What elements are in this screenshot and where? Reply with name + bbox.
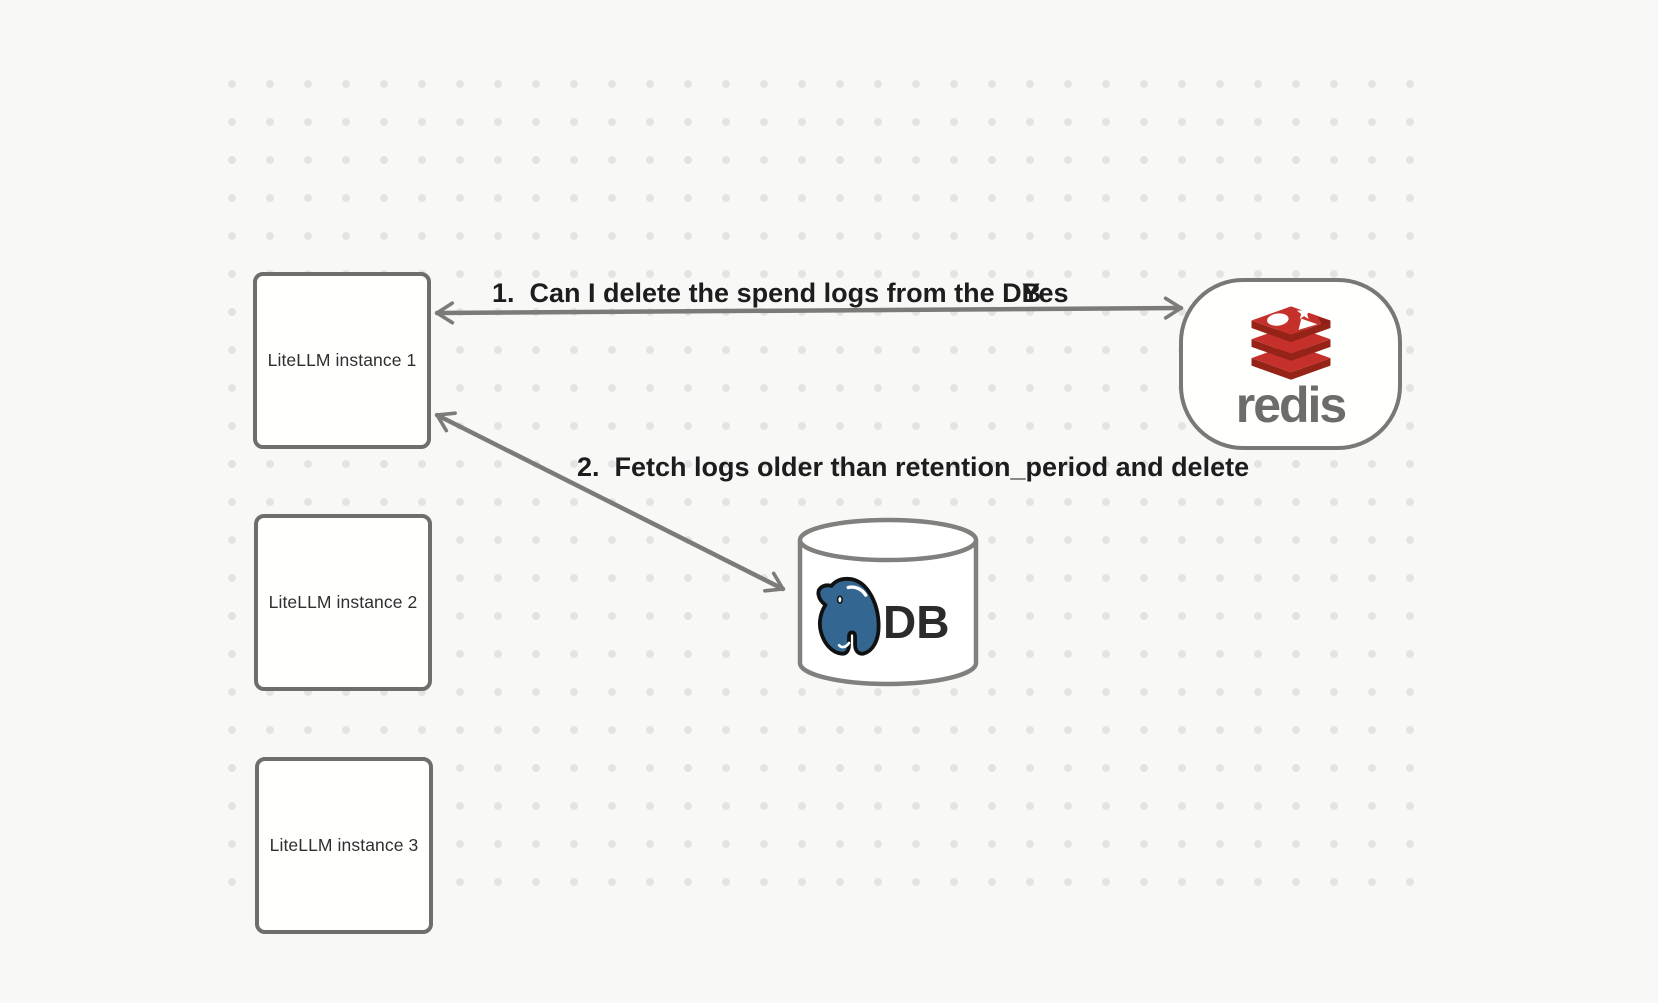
db-label: DB [883, 596, 950, 648]
node-litellm-instance-3[interactable]: LiteLLM instance 3 [255, 757, 433, 934]
node-redis[interactable]: redis [1179, 278, 1402, 450]
node-litellm-instance-1[interactable]: LiteLLM instance 1 [253, 272, 431, 449]
db-content: DB [795, 517, 981, 690]
redis-stack-icon [1251, 305, 1330, 380]
node-label: LiteLLM instance 3 [269, 835, 419, 855]
redis-wordmark: redis [1235, 377, 1348, 433]
arrow-litellm-db[interactable] [434, 411, 786, 593]
node-db[interactable]: DB [795, 517, 981, 690]
edge-label-yes[interactable]: Yes [1022, 278, 1069, 308]
redis-slab-top [1251, 305, 1330, 343]
edge-label-can-i-delete[interactable]: 1. Can I delete the spend logs from the … [492, 278, 1042, 308]
node-label: LiteLLM instance 2 [268, 592, 418, 612]
postgresql-elephant-icon [816, 576, 881, 656]
edge-label-fetch-logs[interactable]: 2. Fetch logs older than retention_perio… [577, 452, 1250, 482]
node-label: LiteLLM instance 1 [267, 350, 417, 370]
node-litellm-instance-2[interactable]: LiteLLM instance 2 [254, 514, 432, 691]
arrow-litellm-redis[interactable] [434, 296, 1184, 325]
